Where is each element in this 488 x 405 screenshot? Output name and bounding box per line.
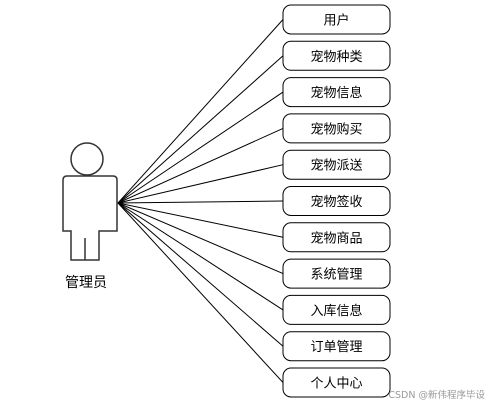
use-case-box: 宠物种类 bbox=[282, 40, 391, 71]
actor-admin: 管理员 bbox=[62, 142, 118, 291]
use-case-box: 宠物签收 bbox=[282, 186, 391, 216]
use-case-frame bbox=[282, 77, 391, 108]
use-case-box: 宠物信息 bbox=[282, 77, 391, 108]
association-line bbox=[117, 200, 284, 204]
association-line bbox=[117, 164, 284, 204]
association-line bbox=[117, 127, 284, 204]
association-line bbox=[117, 55, 284, 204]
use-case-frame bbox=[282, 186, 391, 216]
use-case-frame bbox=[282, 113, 391, 144]
use-case-box: 宠物购买 bbox=[282, 113, 391, 144]
use-case-frame bbox=[282, 149, 391, 180]
use-case-box: 用户 bbox=[282, 4, 391, 35]
use-case-label: 入库信息 bbox=[310, 303, 362, 319]
use-case-frame bbox=[282, 40, 391, 71]
person-icon bbox=[62, 175, 118, 261]
association-line bbox=[117, 202, 284, 311]
use-case-label: 订单管理 bbox=[310, 340, 362, 355]
use-case-label: 宠物商品 bbox=[310, 230, 362, 246]
use-case-label: 宠物派送 bbox=[310, 158, 362, 174]
actor-label: 管理员 bbox=[65, 275, 107, 291]
use-case-box: 宠物商品 bbox=[282, 222, 391, 253]
watermark: CSDN @新伟程序毕设 bbox=[388, 389, 485, 401]
use-case-box: 宠物派送 bbox=[282, 149, 391, 180]
actor-head bbox=[70, 142, 104, 176]
use-case-box: 个人中心 bbox=[282, 367, 391, 398]
association-line bbox=[117, 91, 284, 204]
use-case-label: 宠物购买 bbox=[310, 121, 362, 137]
use-case-label: 个人中心 bbox=[310, 377, 362, 392]
association-line bbox=[117, 202, 284, 238]
use-case-label: 宠物种类 bbox=[310, 49, 362, 65]
use-case-frame bbox=[282, 294, 391, 325]
use-case-label: 宠物签收 bbox=[310, 194, 362, 210]
use-case-frame bbox=[282, 258, 391, 289]
use-case-box: 系统管理 bbox=[282, 258, 391, 289]
association-lines bbox=[117, 19, 284, 383]
use-case-label: 系统管理 bbox=[310, 268, 362, 283]
use-case-label: 宠物信息 bbox=[310, 85, 362, 101]
association-line bbox=[117, 202, 284, 383]
association-line bbox=[117, 19, 284, 204]
use-case-label: 用户 bbox=[323, 13, 349, 29]
use-case-box: 入库信息 bbox=[282, 294, 391, 325]
use-case-box: 订单管理 bbox=[282, 331, 391, 362]
use-case-frame bbox=[282, 331, 391, 362]
use-case-frame bbox=[282, 4, 391, 35]
use-case-frame bbox=[282, 222, 391, 253]
association-line bbox=[117, 202, 284, 347]
association-line bbox=[117, 202, 284, 275]
use-case-list: 用户宠物种类宠物信息宠物购买宠物派送宠物签收宠物商品系统管理入库信息订单管理个人… bbox=[282, 4, 391, 398]
use-case-frame bbox=[282, 367, 391, 398]
